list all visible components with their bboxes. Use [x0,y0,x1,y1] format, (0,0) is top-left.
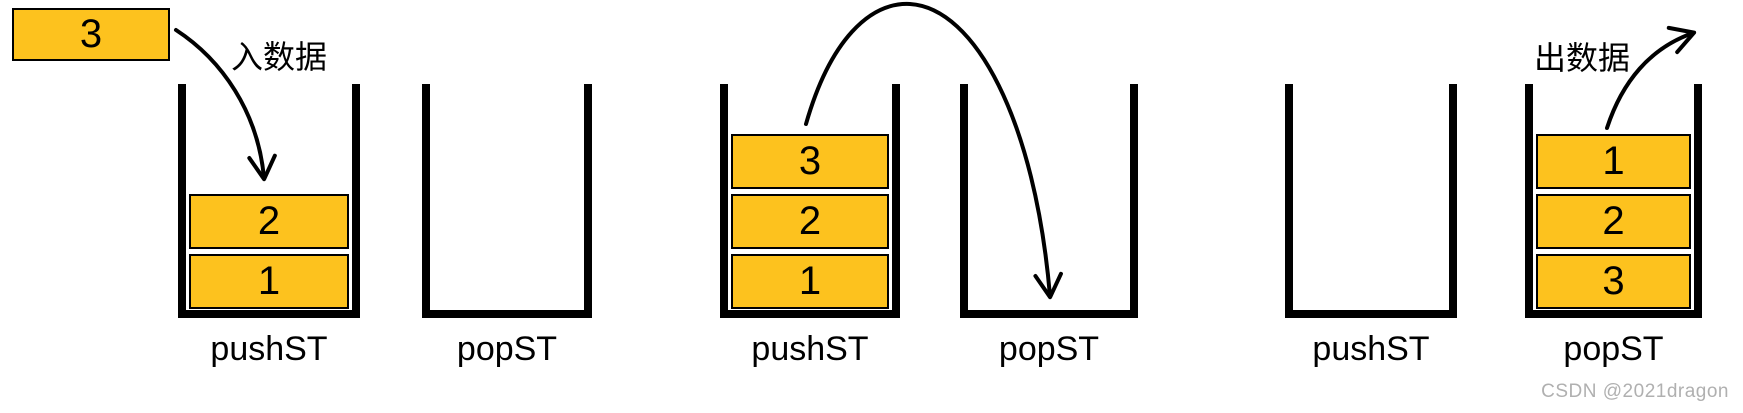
stack-item: 1 [189,254,349,309]
stack-pushst-3: pushST [1285,84,1457,368]
stack-item: 2 [731,194,889,249]
stack-popst-1: popST [422,84,592,368]
stack-label: pushST [1312,330,1430,368]
stack-label: pushST [210,330,328,368]
stack-well [422,84,592,318]
stack-popst-2: popST [960,84,1138,368]
csdn-watermark: CSDN @2021dragon [1541,381,1729,402]
stack-label: pushST [751,330,869,368]
stack-item: 1 [1536,134,1691,189]
stack-well [960,84,1138,318]
push-in-label: 入数据 [231,39,328,75]
stack-item: 2 [189,194,349,249]
incoming-item-box: 3 [12,8,170,61]
stack-well [1285,84,1457,318]
stack-label: popST [456,330,558,368]
stack-item: 1 [731,254,889,309]
stack-label: popST [1563,330,1664,368]
stack-item: 2 [1536,194,1691,249]
pop-out-label: 出数据 [1534,40,1631,76]
stack-item: 3 [731,134,889,189]
stack-item: 3 [1536,254,1691,309]
stack-label: popST [998,330,1100,368]
